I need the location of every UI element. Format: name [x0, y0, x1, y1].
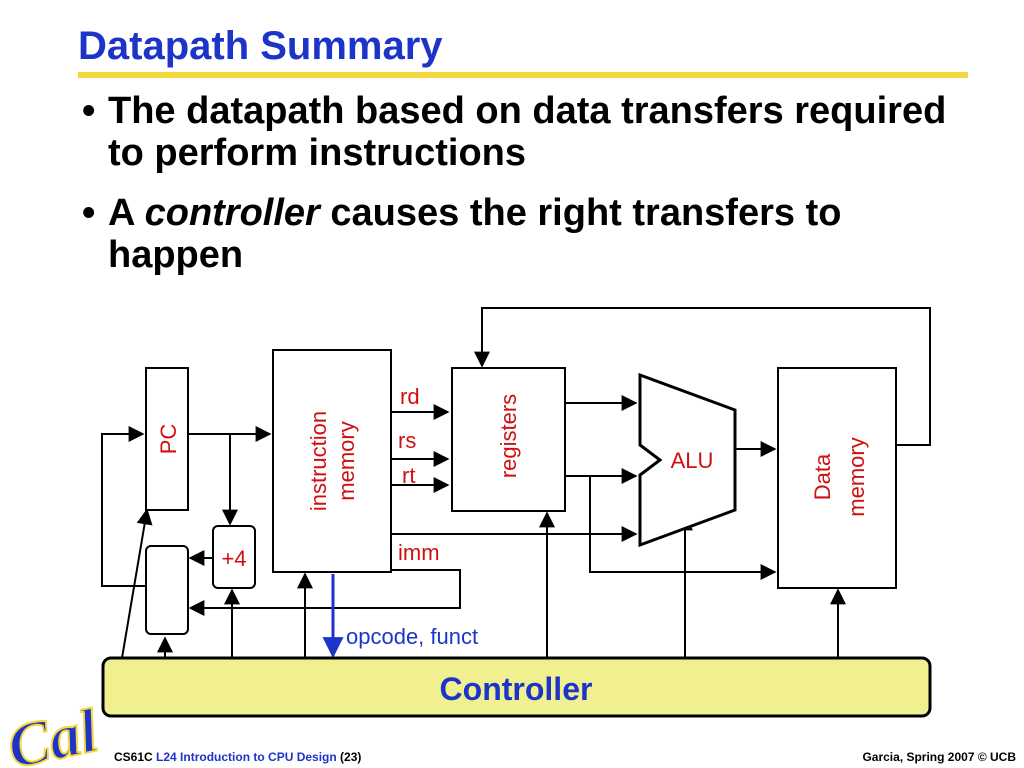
title-underline [78, 72, 968, 78]
bullet-text-prefix: A [108, 192, 145, 234]
dmem-label-line2: memory [844, 437, 869, 516]
imem-label-line1: instruction [306, 411, 331, 511]
registers-label: registers [496, 394, 521, 478]
imem-label-line2: memory [334, 421, 359, 500]
adder-box [212, 525, 256, 589]
controller-box [101, 656, 932, 718]
pc-mux [145, 545, 189, 635]
controller-label: Controller [440, 671, 593, 707]
alu-shape [638, 372, 737, 548]
footer-credit: Garcia, Spring 2007 © UCB [862, 750, 1016, 764]
cal-logo: Cal [1, 696, 106, 768]
register-file [451, 367, 566, 512]
bullet-text: The datapath based on data transfers req… [108, 90, 947, 174]
bullet-item: • A controller causes the right transfer… [78, 192, 978, 276]
rd-label: rd [400, 384, 420, 409]
bullet-marker: • [82, 90, 96, 132]
pc-register [145, 367, 189, 511]
dmem-label-line1: Data [810, 453, 835, 500]
bullet-list: • The datapath based on data transfers r… [78, 90, 978, 294]
alu-label: ALU [671, 448, 714, 473]
mux-to-pc-wire [101, 426, 146, 587]
imm-label: imm [398, 540, 440, 565]
opcode-label: opcode, funct [346, 624, 478, 649]
rs-label: rs [398, 428, 416, 453]
writeback-wire [474, 307, 931, 446]
imm-to-mux-wire [188, 569, 461, 616]
ctrl-to-pc-wire [121, 508, 153, 659]
bullet-text-suffix: causes the right transfers to happen [108, 192, 842, 276]
bullet-marker: • [82, 192, 96, 234]
bullet-item: • The datapath based on data transfers r… [78, 90, 978, 174]
slide-title: Datapath Summary [78, 24, 443, 68]
reg-to-dmem-wire [589, 476, 777, 580]
footer-course: CS61C L24 Introduction to CPU Design (23… [114, 750, 361, 764]
instruction-memory [272, 349, 392, 573]
adder-label: +4 [221, 546, 246, 571]
data-memory [777, 367, 897, 589]
footer-lecture: L24 Introduction to CPU Design [156, 750, 337, 764]
footer-course-code: CS61C [114, 750, 153, 764]
pc-label: PC [156, 424, 181, 455]
footer-page: (23) [340, 750, 362, 764]
bullet-emphasis: controller [144, 192, 320, 234]
cal-logo-text: Cal [2, 697, 105, 768]
rt-label: rt [402, 463, 415, 488]
